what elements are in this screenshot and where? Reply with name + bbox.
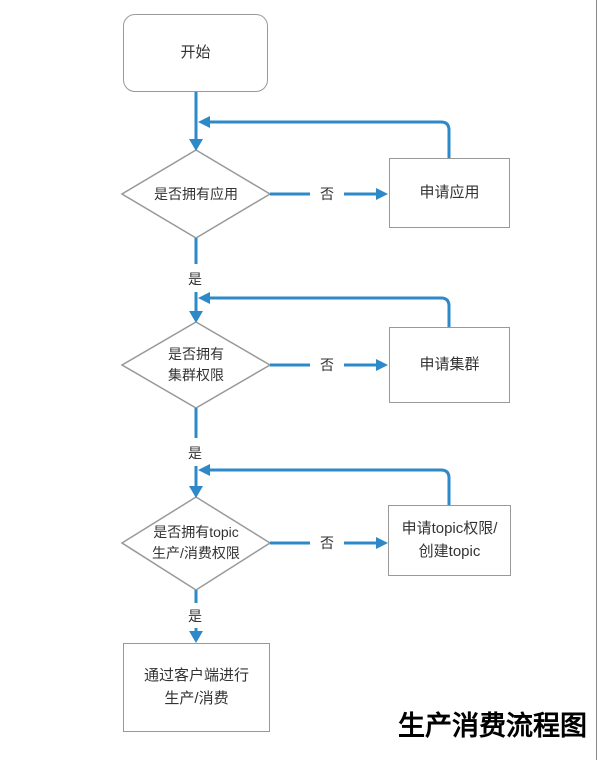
branch-label-yes-cluster: 是: [188, 445, 202, 461]
process-apply-app-node: 申请应用: [389, 158, 510, 228]
diagram-title: 生产消费流程图: [398, 711, 587, 741]
arrowhead-into-process-cluster: [376, 359, 388, 371]
edge-loop-process-topic: [210, 468, 451, 505]
edge-loop-process-cluster: [210, 296, 451, 327]
decision-cluster-label-line2: 集群权限: [168, 367, 224, 383]
end-node-label-line2: 生产/消费: [164, 689, 229, 707]
process-apply-topic-node: 申请topic权限/ 创建topic: [388, 505, 511, 576]
decision-topic-label: 是否拥有topic 生产/消费权限: [116, 522, 276, 564]
page-right-border: [596, 0, 597, 760]
branch-label-yes-app: 是: [188, 271, 202, 287]
arrowhead-into-process-topic: [376, 537, 388, 549]
start-node: 开始: [123, 14, 268, 92]
arrowhead-loop-process-app: [198, 116, 210, 128]
arrowhead-into-decision-cluster: [189, 311, 203, 323]
process-apply-topic-label-line2: 创建topic: [418, 542, 481, 560]
process-apply-app-label: 申请应用: [419, 183, 480, 201]
branch-label-no-app: 否: [320, 186, 334, 202]
decision-topic-label-line2: 生产/消费权限: [152, 545, 240, 561]
branch-label-yes-topic: 是: [188, 608, 202, 624]
edge-loop-process-app: [210, 120, 451, 158]
process-apply-cluster-label: 申请集群: [419, 355, 480, 373]
process-apply-cluster-node: 申请集群: [389, 327, 510, 403]
decision-app-label: 是否拥有应用: [154, 186, 238, 202]
process-apply-topic-label-line1: 申请topic权限/: [401, 520, 498, 537]
decision-topic-label-line1: 是否拥有topic: [153, 524, 239, 540]
decision-cluster-label: 是否拥有 集群权限: [126, 344, 266, 386]
arrowhead-into-decision-topic: [189, 486, 203, 498]
branch-label-no-topic: 否: [320, 535, 334, 551]
arrowhead-loop-process-topic: [198, 464, 210, 476]
arrowhead-loop-process-cluster: [198, 292, 210, 304]
arrowhead-into-process-app: [376, 188, 388, 200]
end-node: 通过客户端进行 生产/消费: [123, 643, 270, 732]
decision-cluster-label-line1: 是否拥有: [168, 346, 224, 362]
arrowhead-into-decision-app: [189, 139, 203, 151]
start-node-label: 开始: [180, 43, 211, 61]
branch-label-no-cluster: 否: [320, 357, 334, 373]
end-node-label-line1: 通过客户端进行: [143, 667, 249, 684]
arrowhead-into-end: [189, 631, 203, 643]
